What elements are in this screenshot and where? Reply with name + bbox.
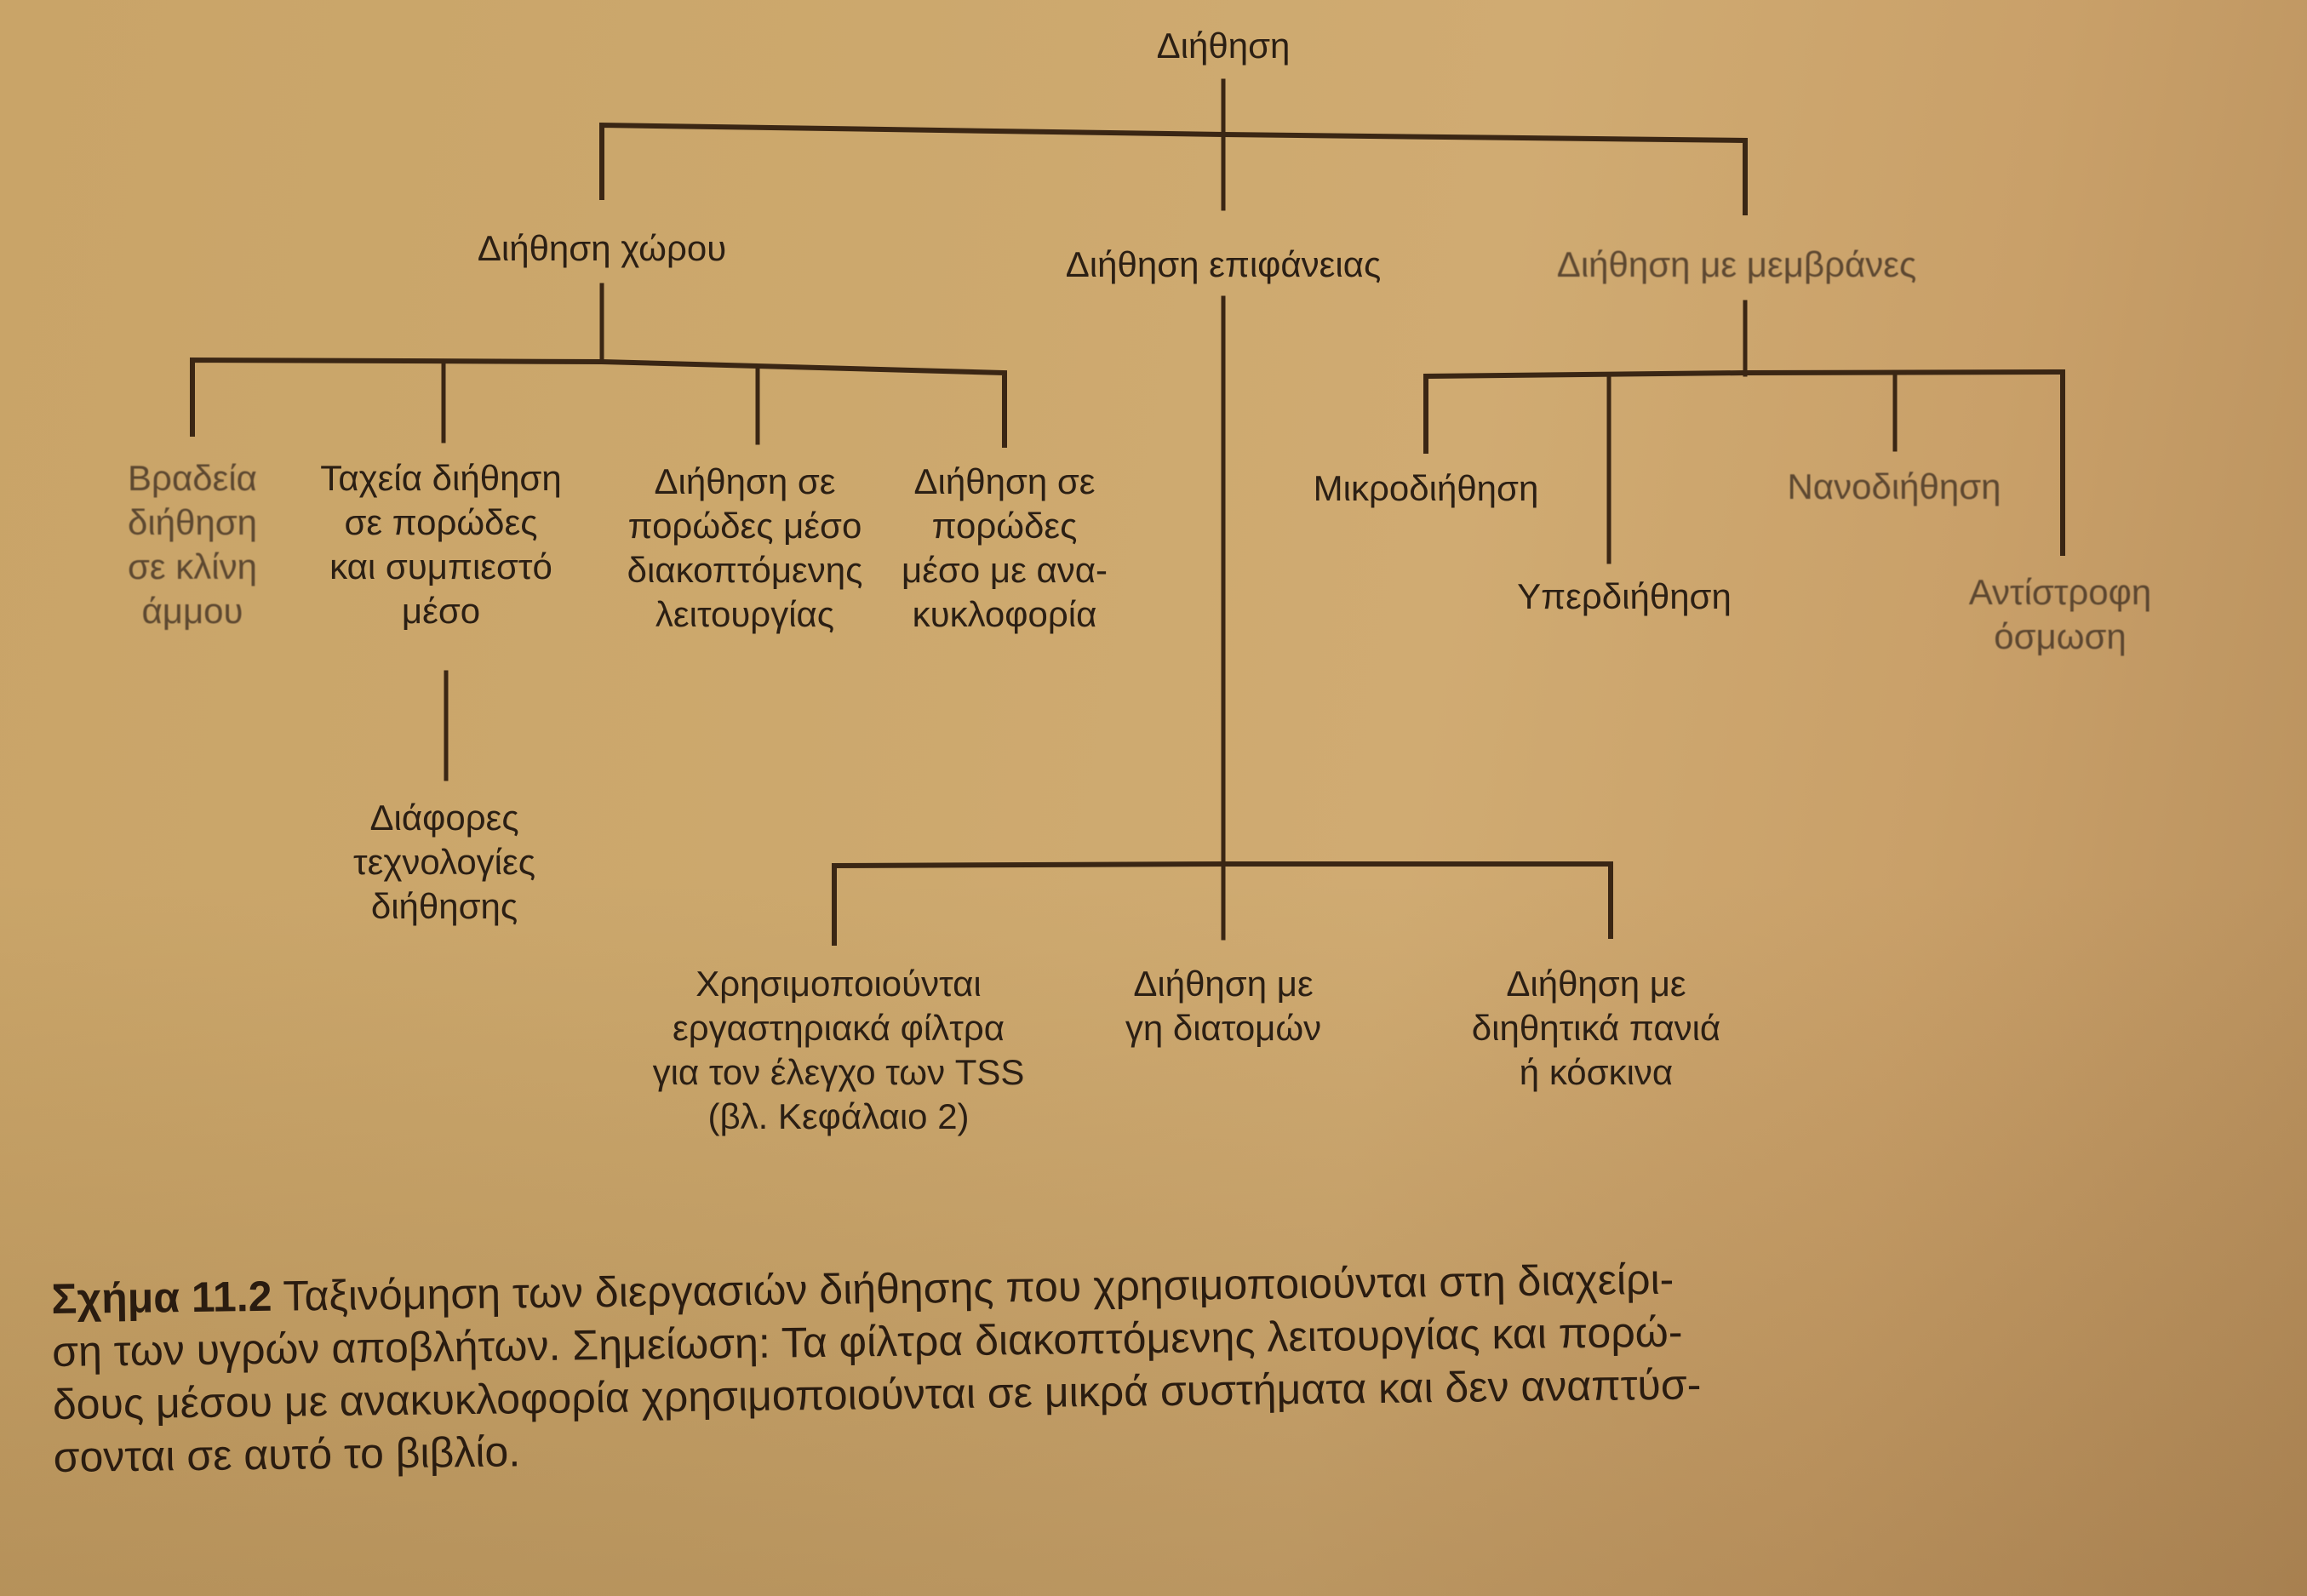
node-various-technologies: Διάφορες τεχνολογίες διήθησης: [353, 798, 535, 926]
node-cloth-screens: Διήθηση με διηθητικά πανιά ή κόσκινα: [1471, 964, 1721, 1092]
figure-caption: Σχήμα 11.2 Ταξινόμηση των διεργασιών διή…: [51, 1245, 2250, 1484]
node-surface-filtration: Διήθηση επιφάνειας: [1065, 244, 1382, 284]
node-slow-sand-filtration: Βραδεία διήθηση σε κλίνη άμμου: [127, 458, 258, 631]
caption-text: Ταξινόμηση των διεργασιών διήθησης που χ…: [51, 1255, 1702, 1481]
node-lab-filters-tss: Χρησιμοποιούνται εργαστηριακά φίλτρα για…: [652, 964, 1025, 1136]
node-nanofiltration: Νανοδιήθηση: [1787, 466, 2001, 506]
figure-label: Σχήμα 11.2: [51, 1272, 272, 1323]
node-ultrafiltration: Υπερδιήθηση: [1517, 576, 1732, 616]
node-root: Διήθηση: [1156, 26, 1291, 66]
node-membrane-filtration: Διήθηση με μεμβράνες: [1556, 244, 1917, 284]
node-recirculating-filter: Διήθηση σε πορώδες μέσο με ανα- κυκλοφορ…: [901, 461, 1108, 634]
node-reverse-osmosis: Αντίστροφη όσμωση: [1968, 572, 2152, 656]
node-space-filtration: Διήθηση χώρου: [477, 228, 727, 268]
node-intermittent-filter: Διήθηση σε πορώδες μέσο διακοπτόμενης λε…: [627, 461, 863, 634]
node-rapid-filtration: Ταχεία διήθηση σε πορώδες και συμπιεστό …: [320, 458, 562, 631]
node-microfiltration: Μικροδιήθηση: [1313, 468, 1539, 508]
node-diatomaceous-earth: Διήθηση με γη διατομών: [1125, 964, 1322, 1048]
